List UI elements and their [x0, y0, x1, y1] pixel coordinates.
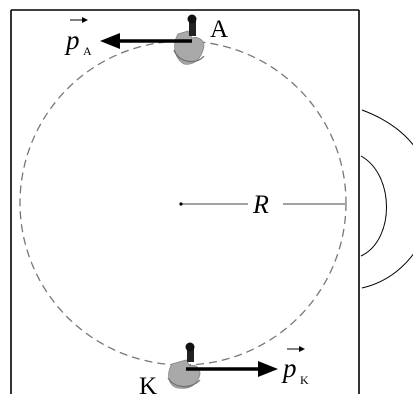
momentum-arrow-bottom [186, 361, 278, 377]
person-top-head [187, 14, 197, 24]
radius-label: R [252, 190, 269, 219]
momentum-top-label: p A [64, 17, 92, 58]
person-bottom-seat [167, 377, 201, 388]
momentum-arrow-bottom-head [258, 361, 278, 377]
momentum-arrow-top [100, 33, 192, 49]
person-bottom-icon [167, 342, 201, 389]
center-point [179, 202, 183, 206]
person-bottom-head [185, 342, 195, 352]
vector-arrow-top-icon [70, 17, 88, 23]
outer-arc-large [361, 109, 413, 289]
point-a-label: A [210, 16, 228, 43]
point-k-label: K [139, 373, 157, 394]
outer-arc-small [360, 155, 387, 257]
momentum-bottom-symbol: p [281, 353, 297, 383]
person-top-seat [173, 49, 205, 63]
momentum-arrow-top-head [100, 33, 120, 49]
circular-trajectory [19, 40, 347, 366]
vector-arrow-bottom-icon [287, 346, 305, 352]
momentum-top-subscript: A [83, 44, 92, 58]
person-bottom-torso [187, 348, 194, 362]
momentum-bottom-label: p K [281, 346, 309, 387]
person-top-torso [189, 20, 196, 36]
momentum-bottom-subscript: K [300, 373, 309, 387]
outer-arcs [360, 109, 413, 289]
momentum-top-symbol: p [64, 25, 80, 55]
